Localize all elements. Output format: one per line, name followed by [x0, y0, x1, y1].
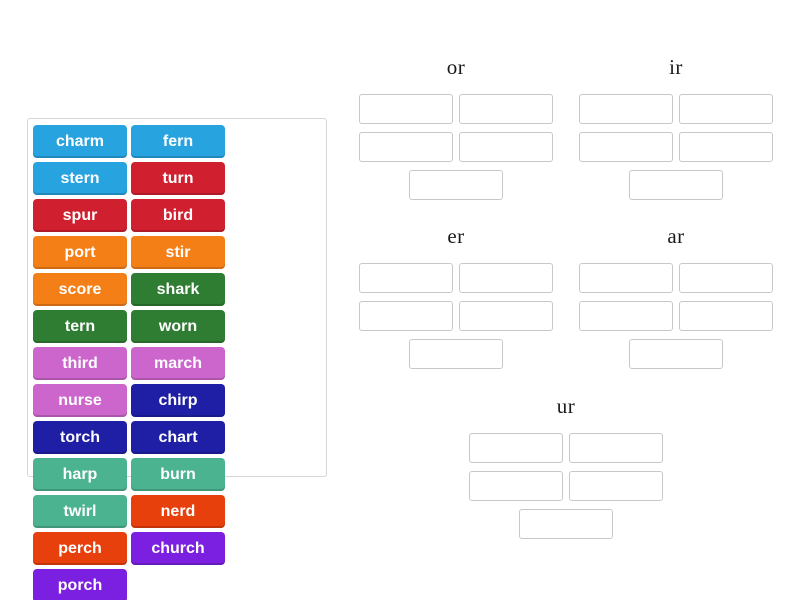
- word-tile[interactable]: tern: [33, 310, 127, 343]
- drop-slot[interactable]: [359, 94, 453, 124]
- word-tile[interactable]: march: [131, 347, 225, 380]
- drop-slot[interactable]: [469, 471, 563, 501]
- category-ir: ir: [576, 55, 776, 204]
- drop-slot-row: [466, 467, 666, 505]
- category-ar: ar: [576, 224, 776, 373]
- drop-slot[interactable]: [359, 263, 453, 293]
- word-tile[interactable]: church: [131, 532, 225, 565]
- word-tile[interactable]: torch: [33, 421, 127, 454]
- drop-slot[interactable]: [579, 263, 673, 293]
- drop-slot[interactable]: [569, 471, 663, 501]
- drop-slot[interactable]: [679, 301, 773, 331]
- word-tile[interactable]: stir: [131, 236, 225, 269]
- word-tile[interactable]: shark: [131, 273, 225, 306]
- word-tile[interactable]: stern: [33, 162, 127, 195]
- drop-slot-row: [356, 128, 556, 166]
- drop-slot[interactable]: [629, 339, 723, 369]
- word-tile[interactable]: charm: [33, 125, 127, 158]
- word-tile[interactable]: harp: [33, 458, 127, 491]
- drop-slot[interactable]: [579, 94, 673, 124]
- drop-slot[interactable]: [359, 132, 453, 162]
- drop-slot[interactable]: [469, 433, 563, 463]
- drop-slot[interactable]: [409, 339, 503, 369]
- drop-slot-row: [576, 128, 776, 166]
- drop-slots-ur: [466, 429, 666, 543]
- word-tile[interactable]: nurse: [33, 384, 127, 417]
- drop-slot-row: [406, 166, 506, 204]
- category-title-or: or: [446, 55, 466, 79]
- word-tile[interactable]: bird: [131, 199, 225, 232]
- category-title-er: er: [447, 224, 465, 248]
- drop-slots-er: [356, 259, 556, 373]
- drop-slots-or: [356, 90, 556, 204]
- drop-slot[interactable]: [679, 263, 773, 293]
- word-tile[interactable]: worn: [131, 310, 225, 343]
- drop-slot-row: [406, 335, 506, 373]
- drop-slot[interactable]: [569, 433, 663, 463]
- category-ur: ur: [466, 394, 666, 543]
- word-tile[interactable]: score: [33, 273, 127, 306]
- word-tile[interactable]: twirl: [33, 495, 127, 528]
- drop-slot[interactable]: [459, 94, 553, 124]
- word-tile[interactable]: burn: [131, 458, 225, 491]
- word-tile[interactable]: chart: [131, 421, 225, 454]
- category-title-ir: ir: [669, 55, 683, 79]
- word-tile[interactable]: turn: [131, 162, 225, 195]
- drop-slot[interactable]: [459, 301, 553, 331]
- drop-slot[interactable]: [359, 301, 453, 331]
- word-tile[interactable]: porch: [33, 569, 127, 600]
- category-or: or: [356, 55, 556, 204]
- word-tile[interactable]: perch: [33, 532, 127, 565]
- drop-slot-row: [626, 166, 726, 204]
- word-tile[interactable]: port: [33, 236, 127, 269]
- drop-slot[interactable]: [459, 263, 553, 293]
- drop-slot-row: [466, 429, 666, 467]
- word-tile[interactable]: nerd: [131, 495, 225, 528]
- drop-slot-row: [356, 259, 556, 297]
- drop-slot-row: [356, 297, 556, 335]
- drop-slot-row: [576, 259, 776, 297]
- drop-slot[interactable]: [679, 132, 773, 162]
- word-tile[interactable]: fern: [131, 125, 225, 158]
- word-tile[interactable]: spur: [33, 199, 127, 232]
- drop-slots-ar: [576, 259, 776, 373]
- drop-slot[interactable]: [459, 132, 553, 162]
- category-er: er: [356, 224, 556, 373]
- drop-slot[interactable]: [629, 170, 723, 200]
- drop-slot[interactable]: [409, 170, 503, 200]
- word-tile[interactable]: chirp: [131, 384, 225, 417]
- category-title-ur: ur: [556, 394, 576, 418]
- drop-slot-row: [576, 90, 776, 128]
- category-title-ar: ar: [667, 224, 685, 248]
- drop-slot[interactable]: [579, 132, 673, 162]
- drop-slot-row: [626, 335, 726, 373]
- drop-slot[interactable]: [679, 94, 773, 124]
- drop-slot[interactable]: [519, 509, 613, 539]
- word-tile[interactable]: third: [33, 347, 127, 380]
- drop-slot[interactable]: [579, 301, 673, 331]
- drop-slots-ir: [576, 90, 776, 204]
- drop-slot-row: [576, 297, 776, 335]
- drop-slot-row: [356, 90, 556, 128]
- drop-slot-row: [516, 505, 616, 543]
